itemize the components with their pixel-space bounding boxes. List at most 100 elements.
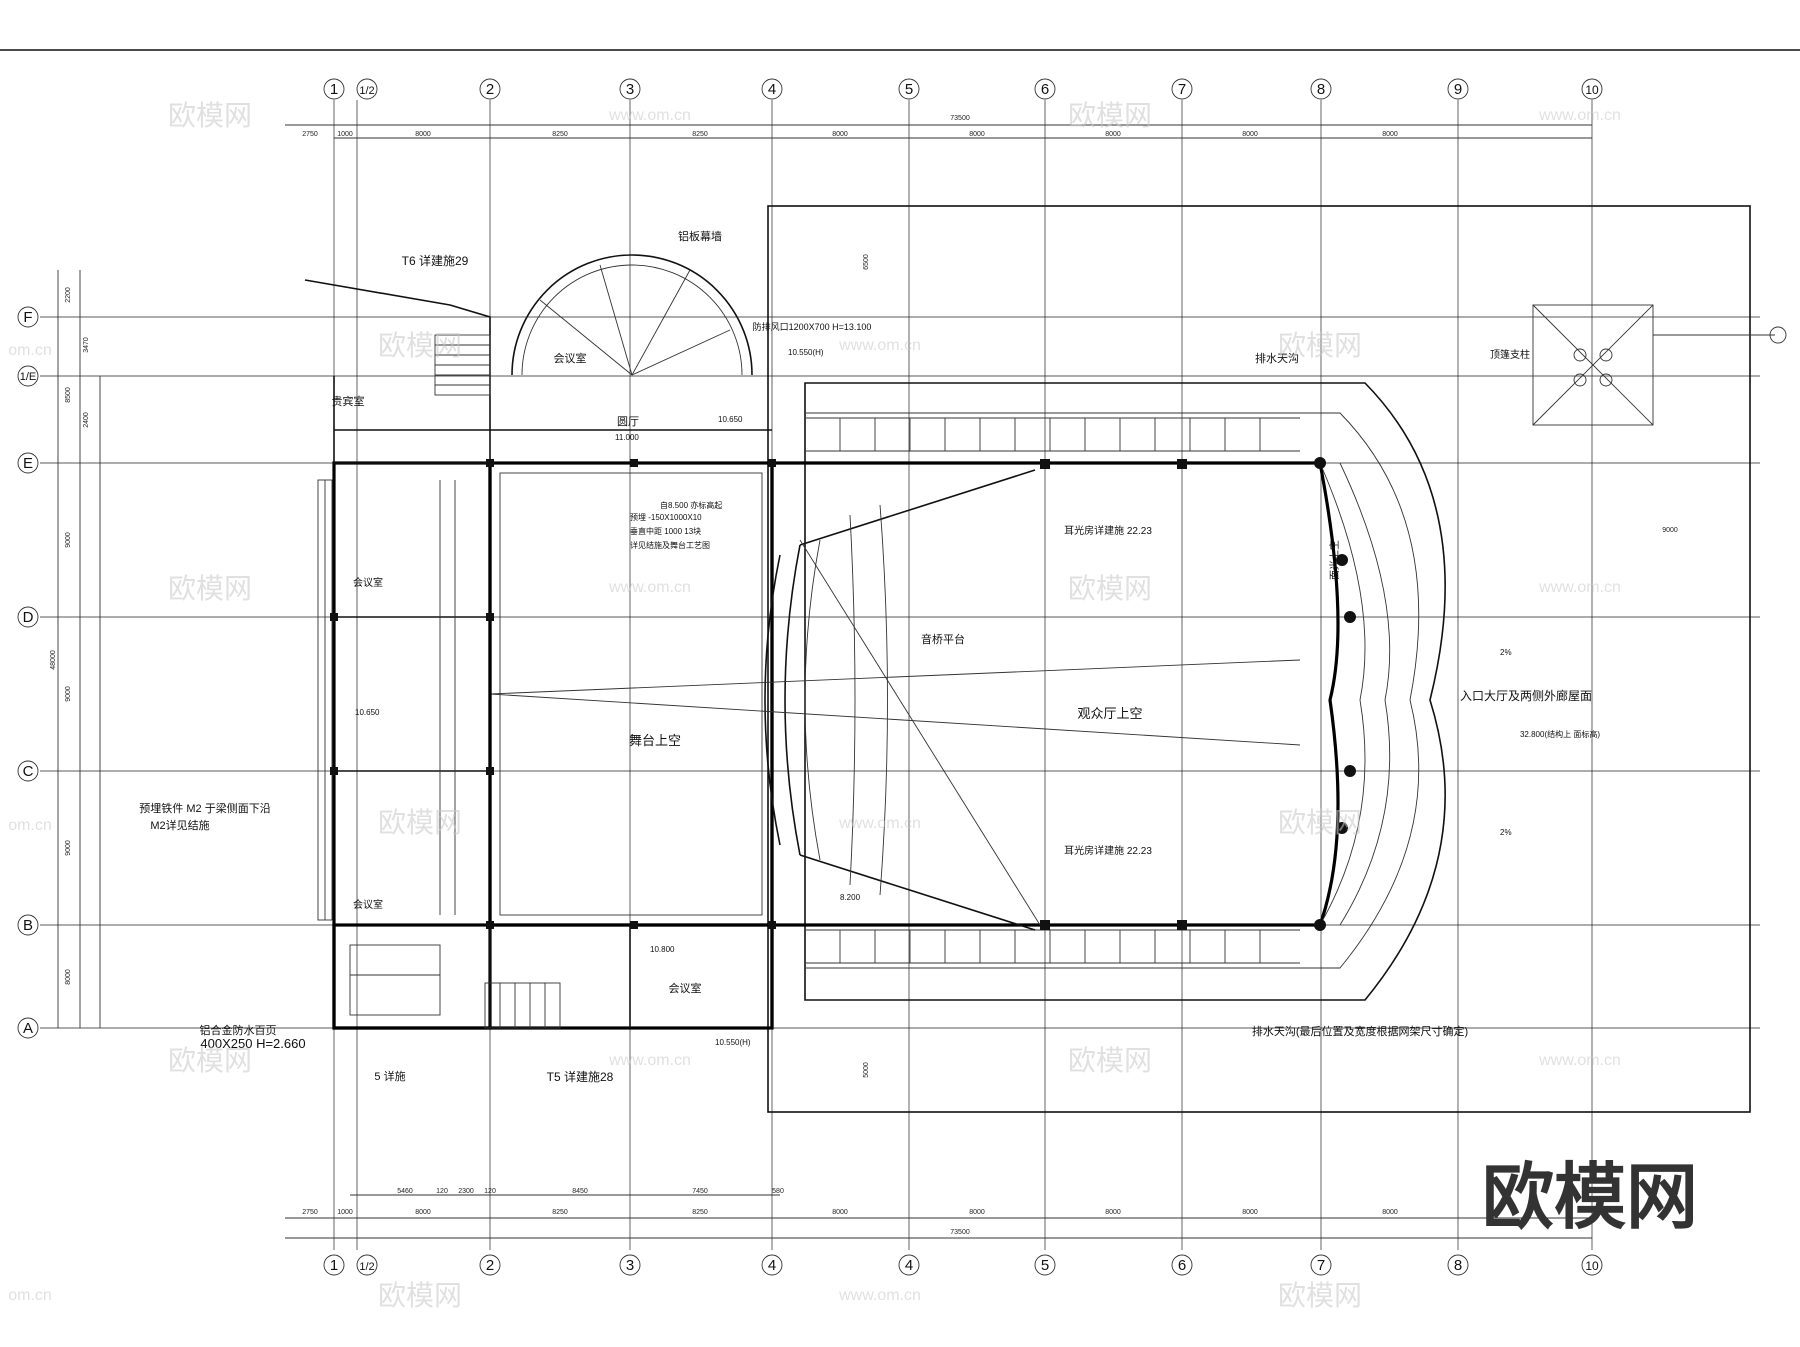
watermark-brand-large: 欧模网 bbox=[1482, 1158, 1698, 1238]
dim-bottom-span-7: 8000 bbox=[1105, 1209, 1121, 1216]
axis-bubble-top-8 bbox=[1310, 78, 1332, 100]
dim-bottom-span-6: 8000 bbox=[969, 1209, 985, 1216]
watermark-site-4: www.om.cn bbox=[838, 337, 921, 354]
watermark-brand-7: 欧模网 bbox=[378, 807, 462, 838]
watermark-site-10: www.om.cn bbox=[1538, 1052, 1621, 1069]
watermark-brand-3: 欧模网 bbox=[378, 330, 462, 361]
dim-top-total: 73500 bbox=[950, 115, 970, 122]
axis-label-row-D: D bbox=[23, 609, 34, 626]
axis-label-top-8: 8 bbox=[1317, 81, 1325, 98]
dim-top-span-4: 8250 bbox=[692, 131, 708, 138]
axis-label-top-3: 3 bbox=[626, 81, 634, 98]
axis-label-bottom-9: 8 bbox=[1454, 1257, 1462, 1274]
watermark-site-9: www.om.cn bbox=[608, 1052, 691, 1069]
corridor-cells-bottom bbox=[839, 930, 1261, 963]
label-drain-gutter-bottom: 排水天沟(最后位置及宽度根据网架尺寸确定) bbox=[1252, 1024, 1468, 1038]
label-meeting-room-left-2: 会议室 bbox=[353, 898, 383, 911]
label-sound-bridge: 音桥平台 bbox=[921, 632, 965, 646]
watermark-site-3: om.cn bbox=[8, 342, 52, 359]
label-ear-light-top: 耳光房详建施 22.23 bbox=[1064, 524, 1152, 537]
dim-left-span-3: 2400 bbox=[83, 412, 90, 428]
dim-bottom-span-0: 2750 bbox=[302, 1209, 318, 1216]
dim-top-span-5: 8000 bbox=[832, 131, 848, 138]
dim-bottom-span-9: 8000 bbox=[1382, 1209, 1398, 1216]
dim-top-span-1: 1000 bbox=[337, 131, 353, 138]
axis-bubble-bottom-1-2 bbox=[356, 1254, 378, 1276]
axis-bubble-row-A bbox=[17, 1017, 39, 1039]
watermark-brand-9: 欧模网 bbox=[168, 1045, 252, 1076]
upper-left-block bbox=[304, 279, 772, 464]
dim-left-span-7: 8000 bbox=[65, 969, 72, 985]
label-meeting-room-top: 会议室 bbox=[554, 351, 587, 365]
dimension-bottom: 5460 120 2300 120 8450 7450 580 2750 100… bbox=[285, 1188, 1592, 1239]
label-slope-top: 2% bbox=[1500, 648, 1512, 657]
row-grid-lines bbox=[40, 316, 1760, 1029]
label-elev-8200: 8.200 bbox=[840, 893, 861, 902]
watermark-site-2: www.om.cn bbox=[1538, 107, 1621, 124]
dim-left-span-6: 9000 bbox=[65, 840, 72, 856]
axis-bubble-row-E bbox=[17, 452, 39, 474]
watermark-brand-6: 欧模网 bbox=[1068, 573, 1152, 604]
axis-bubble-top-10 bbox=[1581, 78, 1603, 100]
label-elev-10800: 10.800 bbox=[650, 945, 675, 954]
axis-label-bottom-5: 4 bbox=[905, 1257, 913, 1274]
dim-top-span-6: 8000 bbox=[969, 131, 985, 138]
axis-label-top-7: 7 bbox=[1178, 81, 1186, 98]
watermark-site-1: www.om.cn bbox=[608, 107, 691, 124]
round-hall bbox=[511, 254, 753, 376]
label-canopy-column: 顶篷支柱 bbox=[1490, 348, 1530, 361]
axis-bubble-top-4 bbox=[761, 78, 783, 100]
dim-bottom-span-2: 8000 bbox=[415, 1209, 431, 1216]
axis-label-top-10: 10 bbox=[1585, 83, 1599, 97]
canopy-column-frame bbox=[1532, 304, 1787, 426]
axis-label-row-A: A bbox=[23, 1020, 33, 1037]
dim-bottom-sub-0: 5460 bbox=[397, 1188, 413, 1195]
axis-label-top-9: 9 bbox=[1454, 81, 1462, 98]
watermark-site-5: www.om.cn bbox=[608, 579, 691, 596]
axis-bubble-bottom-7 bbox=[1171, 1254, 1193, 1276]
column-axis-bottom: 1 1/2 2 3 4 4 5 6 7 8 10 bbox=[323, 1254, 1603, 1276]
axis-bubble-row-C bbox=[17, 760, 39, 782]
axis-bubble-top-3 bbox=[619, 78, 641, 100]
label-stage-note-4: 详见结施及舞台工艺图 bbox=[630, 540, 710, 550]
dim-bottom-span-8: 8000 bbox=[1242, 1209, 1258, 1216]
label-meeting-room-left-1: 会议室 bbox=[353, 576, 383, 589]
dim-top-span-2: 8000 bbox=[415, 131, 431, 138]
axis-label-bottom-7: 6 bbox=[1178, 1257, 1186, 1274]
label-louver-size: 400X250 H=2.660 bbox=[200, 1036, 305, 1051]
axis-bubble-top-6 bbox=[1034, 78, 1056, 100]
dimension-top: 73500 2750 1000 8000 8250 8250 8000 8000… bbox=[285, 115, 1592, 139]
watermark-site-11: om.cn bbox=[8, 1287, 52, 1304]
label-entrance-roof: 入口大厅及两侧外廊屋面 bbox=[1460, 688, 1592, 703]
dim-bottom-sub-5: 7450 bbox=[692, 1188, 708, 1195]
dim-left-span-0: 2200 bbox=[65, 287, 72, 303]
axis-label-bottom-2: 2 bbox=[486, 1257, 494, 1274]
axis-label-top-4: 4 bbox=[768, 81, 776, 98]
axis-bubble-bottom-9 bbox=[1447, 1254, 1469, 1276]
dim-top-span-9: 8000 bbox=[1382, 131, 1398, 138]
dim-bottom-sub-4: 8450 bbox=[572, 1188, 588, 1195]
canopy-outline bbox=[767, 205, 1751, 1113]
drawing-labels: T6 详建施29 铝板幕墙 防排风口1200X700 H=13.100 会议室 … bbox=[139, 229, 1600, 1084]
label-face-light: 面光上空 bbox=[1328, 540, 1341, 580]
label-round-hall: 圆厅 bbox=[617, 415, 639, 428]
label-embedded-iron: 预埋铁件 M2 于梁侧面下沿 bbox=[139, 801, 270, 815]
axis-label-bottom-1: 1 bbox=[330, 1257, 338, 1274]
axis-bubble-bottom-6 bbox=[1034, 1254, 1056, 1276]
dim-top-span-0: 2750 bbox=[302, 131, 318, 138]
label-stage-above: 舞台上空 bbox=[629, 733, 681, 748]
dim-left-span-5: 9000 bbox=[65, 686, 72, 702]
dim-left-span-4: 9000 bbox=[65, 532, 72, 548]
axis-label-top-1: 1 bbox=[330, 81, 338, 98]
axis-bubble-row-B bbox=[17, 914, 39, 936]
watermark-brand-11: 欧模网 bbox=[378, 1280, 462, 1311]
watermark-brand-5: 欧模网 bbox=[168, 573, 252, 604]
axis-label-row-F: F bbox=[23, 309, 32, 326]
dim-canopy-height: 6500 bbox=[863, 254, 870, 270]
auditorium-roof bbox=[770, 382, 1446, 1001]
label-meeting-room-bottom: 会议室 bbox=[669, 981, 702, 995]
watermark-brand-4: 欧模网 bbox=[1278, 330, 1362, 361]
label-auditorium-above: 观众厅上空 bbox=[1077, 706, 1142, 721]
dim-right-span: 9000 bbox=[1662, 527, 1678, 534]
